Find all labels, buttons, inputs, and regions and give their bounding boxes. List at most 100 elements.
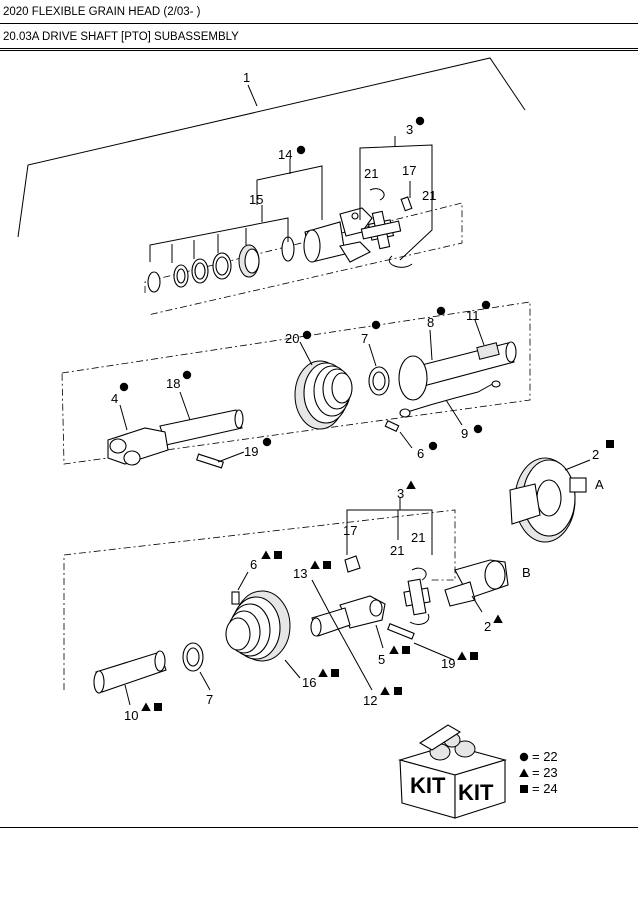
pin-19 — [196, 453, 224, 469]
legend: = 22 = 23 = 24 — [519, 749, 558, 796]
snap-ring-21 — [369, 188, 385, 201]
circle-icon — [473, 424, 483, 434]
leader-line — [413, 642, 455, 661]
bracket-14 — [256, 165, 323, 220]
callout-3-lower: 3 — [397, 486, 404, 501]
leader-line — [311, 579, 331, 615]
leader-line — [429, 329, 433, 361]
leader-line — [474, 319, 485, 346]
shaft-18 — [159, 409, 244, 446]
cross-lower — [403, 578, 431, 616]
page-subtitle: 20.03A DRIVE SHAFT [PTO] SUBASSEMBLY — [0, 25, 638, 49]
pin-19-lower — [387, 623, 415, 640]
square-icon — [470, 652, 478, 660]
leader-line — [284, 659, 301, 679]
callout-21-top-right: 21 — [422, 188, 436, 203]
snap-ring-21 — [409, 613, 430, 625]
triangle-icon — [141, 702, 151, 711]
circle-icon — [415, 116, 425, 126]
leader-line — [124, 684, 131, 706]
kit-box-icon: KIT KIT — [398, 724, 507, 819]
legend-triangle-text: = 23 — [532, 765, 558, 780]
leader-line — [329, 613, 373, 691]
square-icon — [606, 440, 614, 448]
callout-21-lower-right: 21 — [411, 530, 425, 545]
callout-2-lower: 2 — [484, 619, 491, 634]
leader-line — [564, 459, 591, 471]
bracket-15 — [149, 205, 289, 263]
square-icon — [154, 703, 162, 711]
group-boundary-bottom — [63, 509, 456, 690]
callout-7-middle: 7 — [361, 331, 368, 346]
bearing-ring-7 — [368, 366, 390, 396]
diagram-frame — [0, 50, 638, 828]
circle-icon — [371, 320, 381, 330]
callout-16: 16 — [302, 675, 316, 690]
callout-5: 5 — [378, 652, 385, 667]
callout-15: 15 — [249, 192, 263, 207]
leader-line — [375, 624, 384, 649]
callout-8: 8 — [427, 315, 434, 330]
callout-17-top: 17 — [402, 163, 416, 178]
callout-1: 1 — [243, 70, 250, 85]
circle-icon — [436, 306, 446, 316]
callout-12: 12 — [363, 693, 377, 708]
circle-icon — [119, 382, 129, 392]
leader-line — [399, 431, 413, 449]
page-title: 2020 FLEXIBLE GRAIN HEAD (2/03- ) — [0, 0, 638, 24]
tube-8 — [398, 341, 517, 401]
triangle-icon — [457, 651, 467, 660]
circle-icon — [302, 330, 312, 340]
callout-7-lower: 7 — [206, 692, 213, 707]
circle-icon — [519, 752, 529, 762]
kit-label-right: KIT — [458, 780, 494, 805]
snap-ring-21 — [411, 567, 427, 581]
leader-line — [237, 571, 249, 591]
screw-6 — [384, 420, 400, 432]
callout-19-lower: 19 — [441, 656, 455, 671]
ring-set-15 — [147, 236, 295, 293]
callout-3-top: 3 — [406, 122, 413, 137]
tube-10 — [93, 650, 167, 694]
leader-line — [199, 671, 211, 691]
chain-9 — [399, 380, 501, 418]
snap-ring-21 — [389, 255, 413, 268]
flange-2 — [509, 457, 587, 543]
triangle-icon — [389, 645, 399, 654]
group-boundary-top — [144, 202, 463, 316]
leader-line — [119, 404, 128, 431]
square-icon — [331, 669, 339, 677]
legend-square-text: = 24 — [532, 781, 558, 796]
triangle-icon — [406, 480, 416, 489]
assembly-bracket — [17, 57, 526, 238]
callout-17-lower: 17 — [343, 523, 357, 538]
leader-line — [299, 341, 313, 366]
callout-11: 11 — [466, 308, 480, 323]
square-icon — [394, 687, 402, 695]
triangle-icon — [310, 560, 320, 569]
callout-4: 4 — [111, 391, 118, 406]
triangle-icon — [318, 668, 328, 677]
yoke-14 — [303, 207, 373, 263]
callout-19-middle: 19 — [244, 444, 258, 459]
leader-line — [368, 343, 377, 367]
circle-icon — [182, 370, 192, 380]
callout-18: 18 — [166, 376, 180, 391]
circle-icon — [296, 145, 306, 155]
square-icon — [274, 551, 282, 559]
kit-label-left: KIT — [410, 773, 446, 798]
circle-icon — [428, 441, 438, 451]
callout-20: 20 — [285, 331, 299, 346]
triangle-icon — [380, 686, 390, 695]
screw-6 — [231, 591, 240, 605]
callout-21-top-left: 21 — [364, 166, 378, 181]
callout-6-middle: 6 — [417, 446, 424, 461]
cross-3 — [360, 210, 402, 250]
square-icon — [520, 785, 528, 793]
bearing-ring-7-lower — [182, 642, 204, 672]
triangle-icon — [493, 614, 503, 623]
callout-10: 10 — [124, 708, 138, 723]
triangle-icon — [261, 550, 271, 559]
leader-line — [179, 391, 191, 421]
